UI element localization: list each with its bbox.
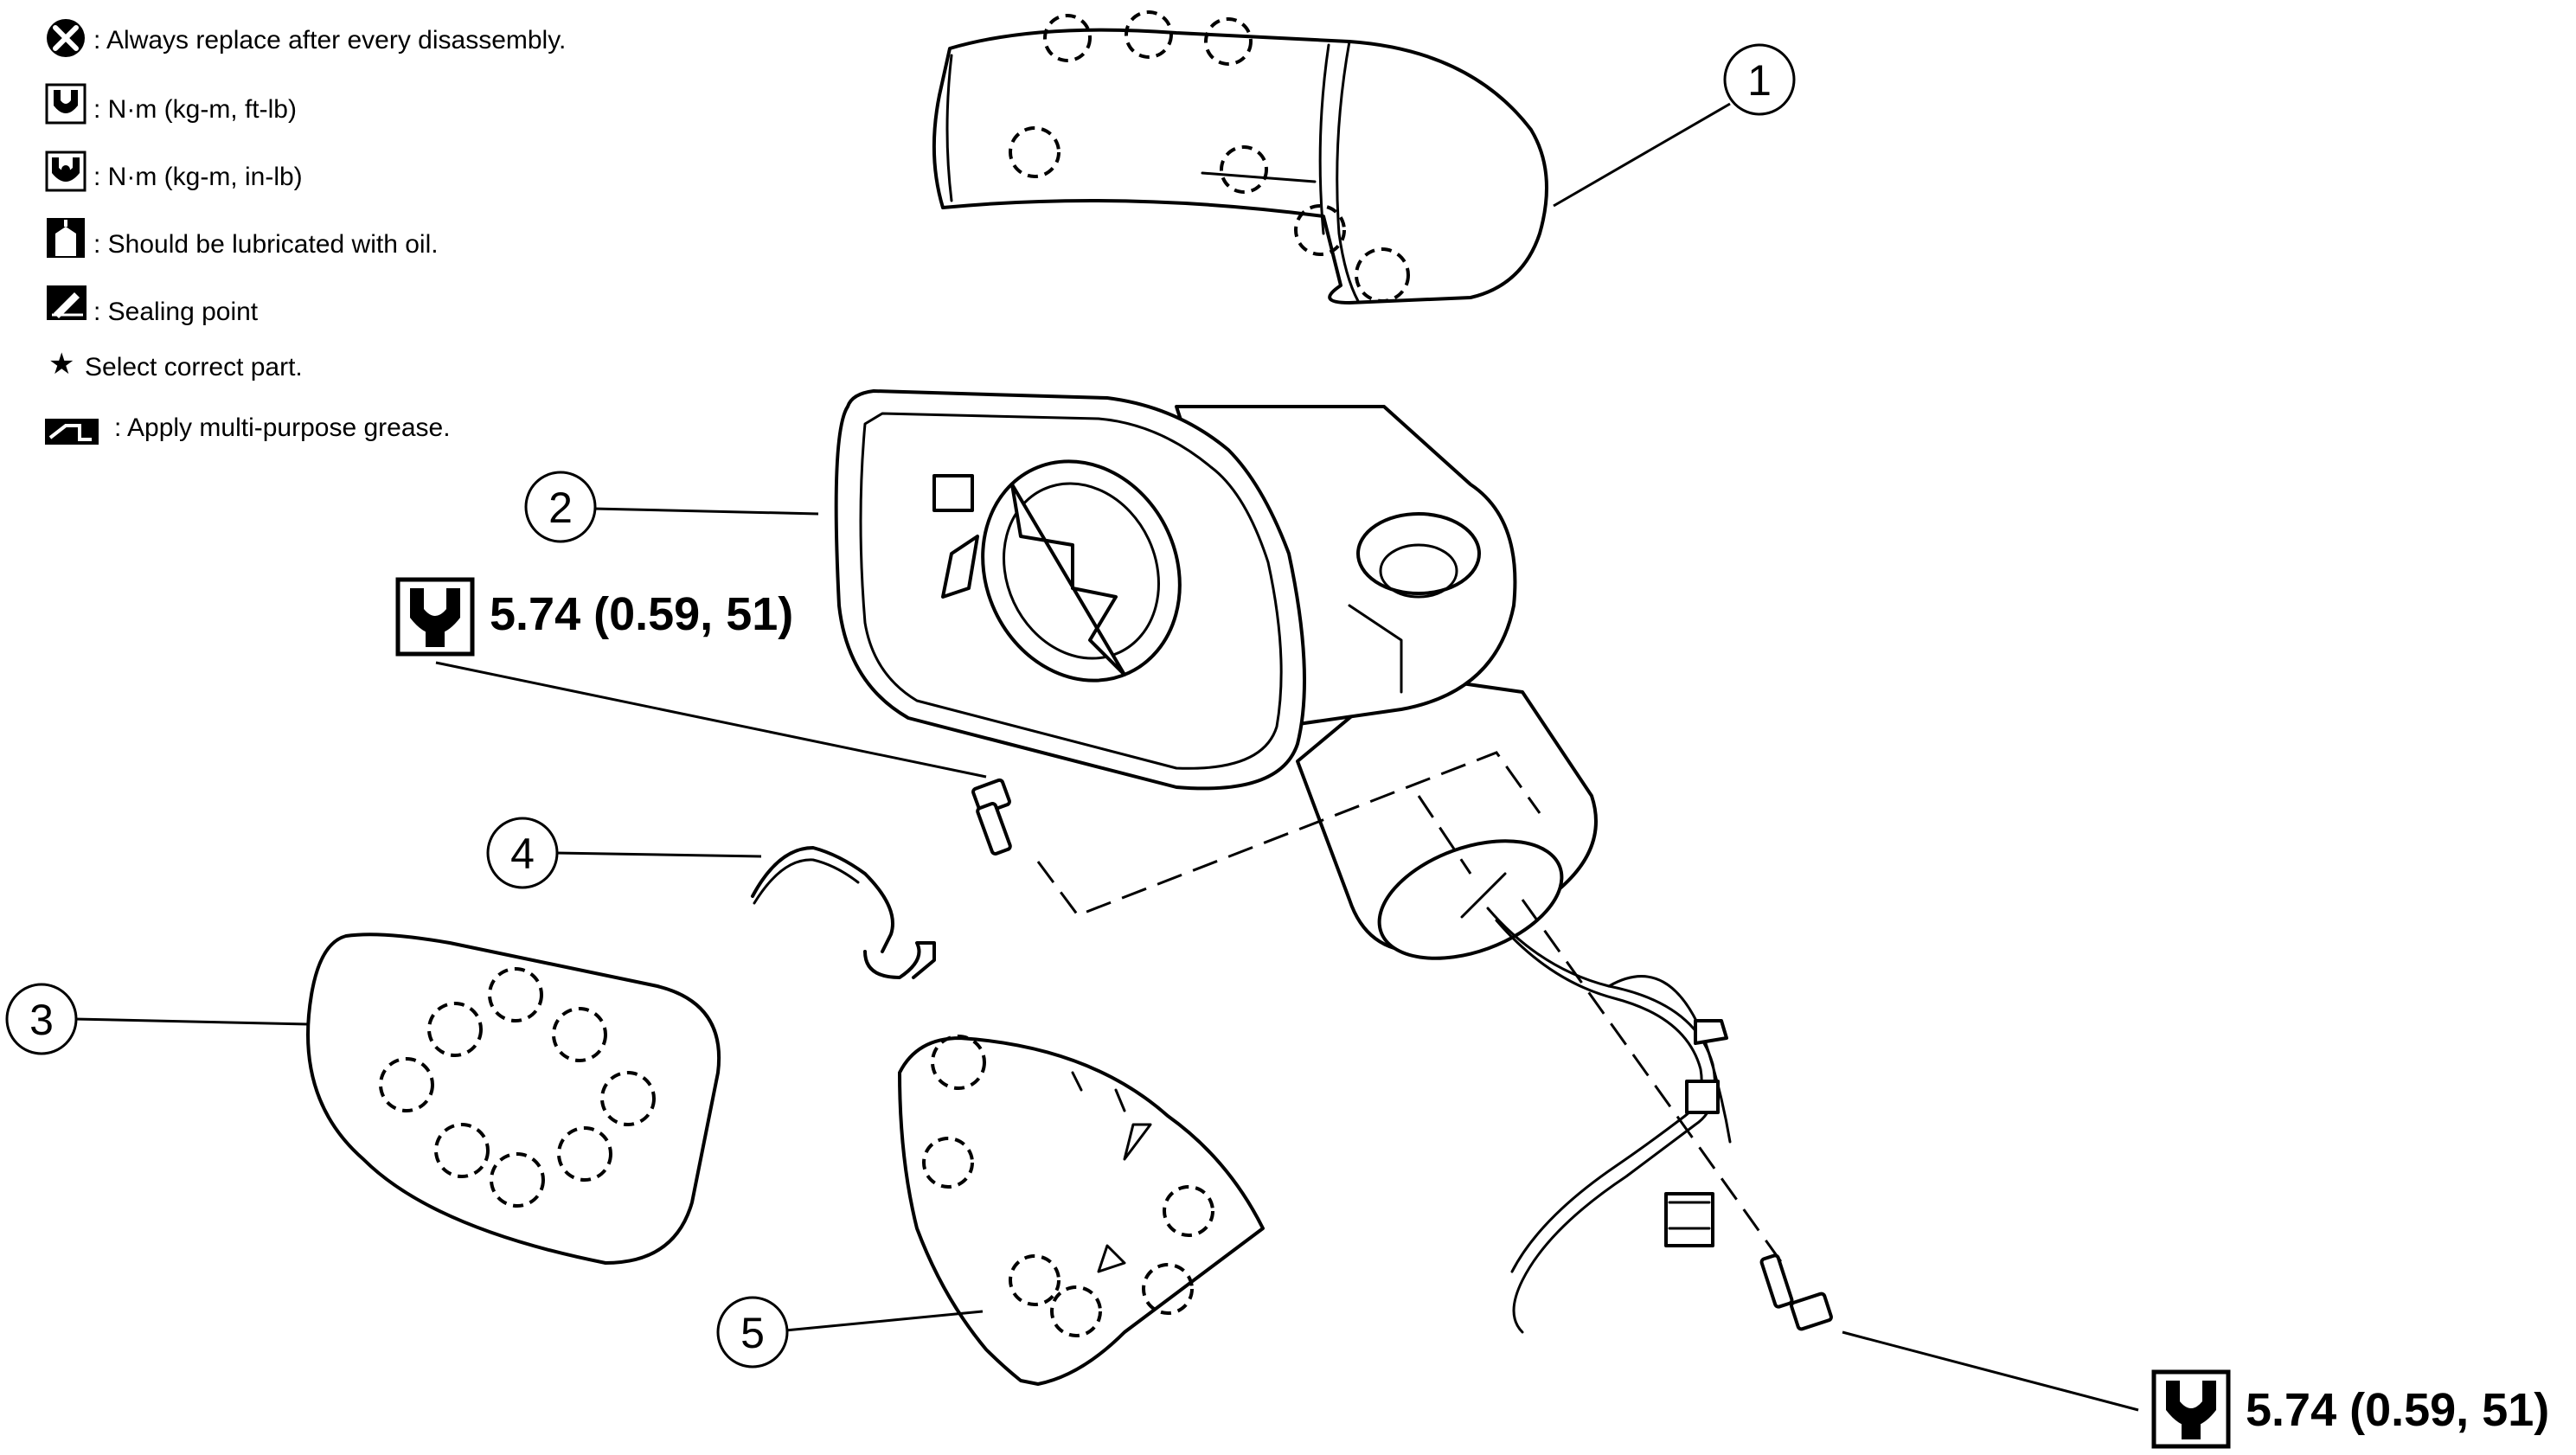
assembly-lines	[1036, 751, 1784, 1264]
cable-harness	[1486, 907, 1732, 1334]
grease-icon	[45, 419, 99, 445]
lower-bolt	[1759, 1253, 1833, 1331]
legend-select-part-text: Select correct part.	[85, 353, 303, 381]
mirror-cover-part	[932, 10, 1548, 304]
legend-sealing-text: : Sealing point	[93, 298, 259, 326]
torque-wrench-icon	[395, 577, 475, 657]
torque-wrench-icon	[45, 83, 87, 125]
callout-2-number: 2	[548, 484, 573, 532]
legend-torque-inlb-text: : N·m (kg-m, in-lb)	[93, 163, 303, 191]
callout-3: 3	[5, 983, 78, 1055]
sealing-icon	[47, 285, 87, 320]
callout-3-number: 3	[29, 996, 54, 1044]
legend-torque-ftlb-text: : N·m (kg-m, ft-lb)	[93, 95, 297, 124]
harness-wire-part	[751, 846, 936, 979]
legend-no-reuse-text: : Always replace after every disassembly…	[93, 26, 566, 54]
torque-wrench-icon	[2151, 1369, 2231, 1449]
torque-value-upper: 5.74 (0.59, 51)	[490, 588, 793, 640]
no-reuse-icon	[47, 19, 85, 57]
base-cover-part	[898, 1035, 1265, 1386]
callout-2: 2	[524, 471, 597, 543]
legend: : Always replace after every disassembly…	[45, 19, 566, 445]
oil-can-icon	[47, 218, 85, 258]
mirror-glass-part	[306, 933, 721, 1265]
upper-bolt	[971, 778, 1012, 856]
callout-5-number: 5	[740, 1309, 765, 1357]
star-icon: ★	[48, 347, 74, 381]
callout-1-number: 1	[1747, 56, 1772, 105]
callout-4-number: 4	[510, 830, 535, 878]
torque-spec-upper: 5.74 (0.59, 51)	[395, 577, 793, 657]
mirror-body-part	[834, 389, 1598, 960]
legend-grease-text: : Apply multi-purpose grease.	[114, 413, 451, 442]
callout-1: 1	[1723, 43, 1796, 116]
torque-spec-lower: 5.74 (0.59, 51)	[2151, 1369, 2549, 1449]
callout-5: 5	[716, 1296, 789, 1368]
leader-lines	[74, 102, 2139, 1412]
legend-oil-text: : Should be lubricated with oil.	[93, 230, 439, 259]
torque-value-lower: 5.74 (0.59, 51)	[2246, 1384, 2549, 1436]
torque-wrench-small-icon	[45, 151, 87, 192]
callout-4: 4	[486, 817, 559, 889]
